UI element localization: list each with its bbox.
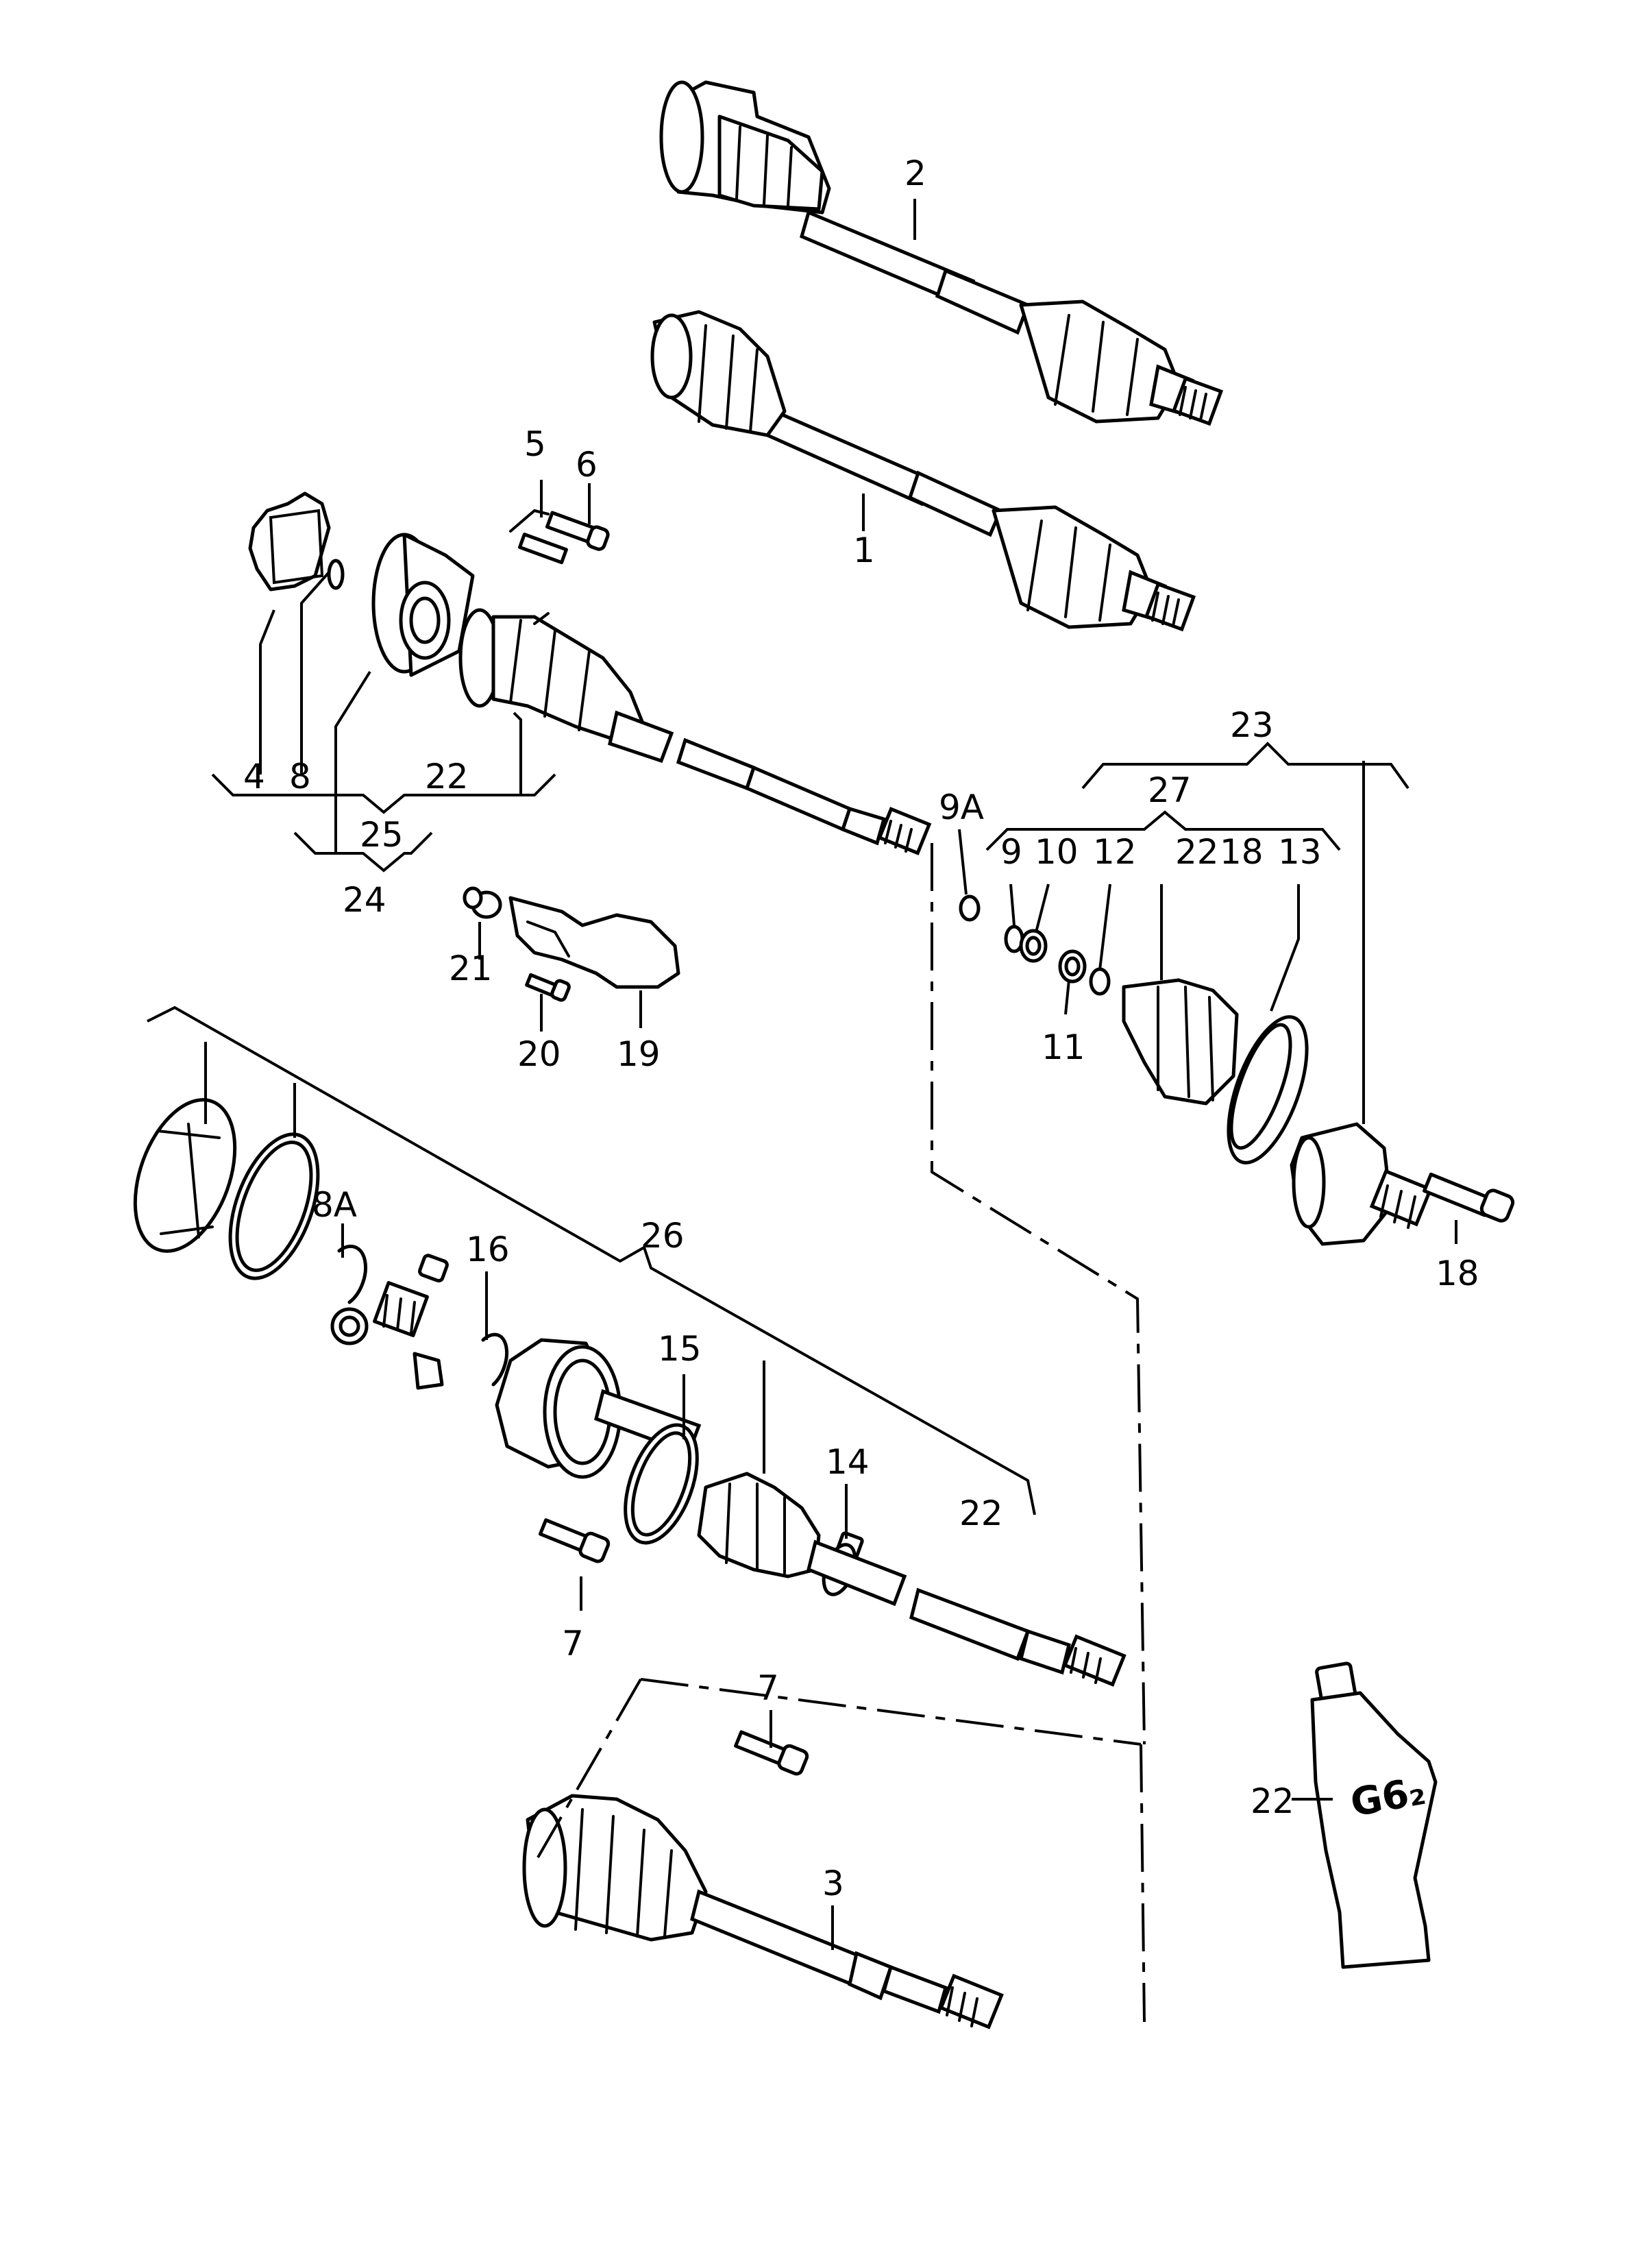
label-14: 14 (826, 1442, 870, 1482)
brackets (147, 742, 1410, 1515)
circlip-part-16[interactable] (481, 1332, 508, 1387)
label-11: 11 (1042, 1027, 1085, 1067)
label-16: 16 (466, 1230, 510, 1269)
ring-part-11[interactable] (1058, 949, 1087, 984)
dash-dot-lines (537, 843, 1146, 2023)
cv-joint-part-22-upper[interactable] (371, 533, 475, 677)
grease-tube-part-22[interactable]: G6₂ (1310, 1661, 1438, 1969)
circlip-part-8[interactable] (327, 559, 345, 590)
label-8A: 8A (312, 1185, 357, 1225)
clamp-part-13[interactable] (1212, 1007, 1322, 1172)
label-15: 15 (658, 1329, 702, 1369)
label-9: 9 (1000, 832, 1022, 872)
label-21: 21 (449, 949, 493, 988)
label-22-d: 22 (1251, 1781, 1294, 1821)
shaft-upper-middle (608, 710, 932, 855)
cv-joint-part-26[interactable] (495, 1338, 622, 1479)
damper-weight-part-19[interactable] (508, 896, 680, 989)
tripod-bearing[interactable] (330, 1254, 449, 1390)
circlip-part-9A[interactable] (959, 894, 981, 922)
circlip-part-12[interactable] (1089, 967, 1111, 996)
seal-ring[interactable] (213, 1123, 336, 1290)
plate-part-5[interactable] (509, 509, 550, 533)
label-26: 26 (641, 1216, 685, 1256)
cover-part-8A-left[interactable] (116, 1086, 254, 1265)
circlip-part-8A[interactable] (337, 1245, 367, 1304)
label-1: 1 (853, 531, 875, 570)
drive-shaft-part-1[interactable] (650, 310, 1196, 632)
label-20: 20 (517, 1034, 561, 1074)
shaft-lower-middle (807, 1539, 1127, 1687)
gasket-part-4[interactable] (248, 491, 331, 592)
label-22-b: 22 (1175, 832, 1219, 872)
drive-shaft-part-3[interactable] (522, 1794, 1004, 2029)
bolt-part-7-lower-right[interactable] (734, 1730, 809, 1776)
boot-part-22-lower[interactable] (697, 1472, 821, 1578)
label-22-c: 22 (959, 1493, 1003, 1533)
label-27: 27 (1148, 770, 1192, 810)
bolt-part-6[interactable] (518, 511, 610, 565)
label-8: 8 (289, 757, 311, 796)
ring-part-10[interactable] (1019, 929, 1048, 963)
bolt-part-7-lower-left[interactable] (538, 1518, 611, 1563)
leader-lines (204, 199, 1457, 1950)
bolt-part-20[interactable] (525, 973, 571, 1002)
label-24: 24 (343, 880, 386, 920)
clamp-part-15[interactable] (611, 1415, 711, 1552)
boot-part-22-right[interactable] (1122, 978, 1239, 1106)
label-5: 5 (524, 424, 546, 464)
label-12: 12 (1093, 832, 1137, 872)
label-13: 13 (1278, 832, 1322, 872)
cv-joint-part-23[interactable] (1290, 1122, 1433, 1246)
label-18-a: 18 (1220, 832, 1264, 872)
bolt-part-18[interactable] (1423, 1172, 1515, 1223)
label-25: 25 (360, 815, 404, 855)
label-9A: 9A (939, 788, 984, 827)
bush-part-21[interactable] (463, 886, 502, 919)
label-4: 4 (243, 757, 265, 796)
label-10: 10 (1035, 832, 1079, 872)
label-18-b: 18 (1436, 1254, 1479, 1293)
callout-labels: 2 1 5 6 4 8 22 25 24 21 20 19 9A 23 27 9… (243, 154, 1479, 1903)
drive-shaft-part-2[interactable] (659, 80, 1224, 426)
label-7-b: 7 (757, 1668, 779, 1708)
label-2: 2 (904, 154, 926, 193)
label-22-a: 22 (425, 757, 469, 796)
label-19: 19 (617, 1034, 661, 1074)
label-23: 23 (1230, 705, 1274, 745)
label-6: 6 (576, 445, 598, 485)
label-3: 3 (822, 1864, 844, 1903)
label-7-a: 7 (562, 1624, 584, 1663)
